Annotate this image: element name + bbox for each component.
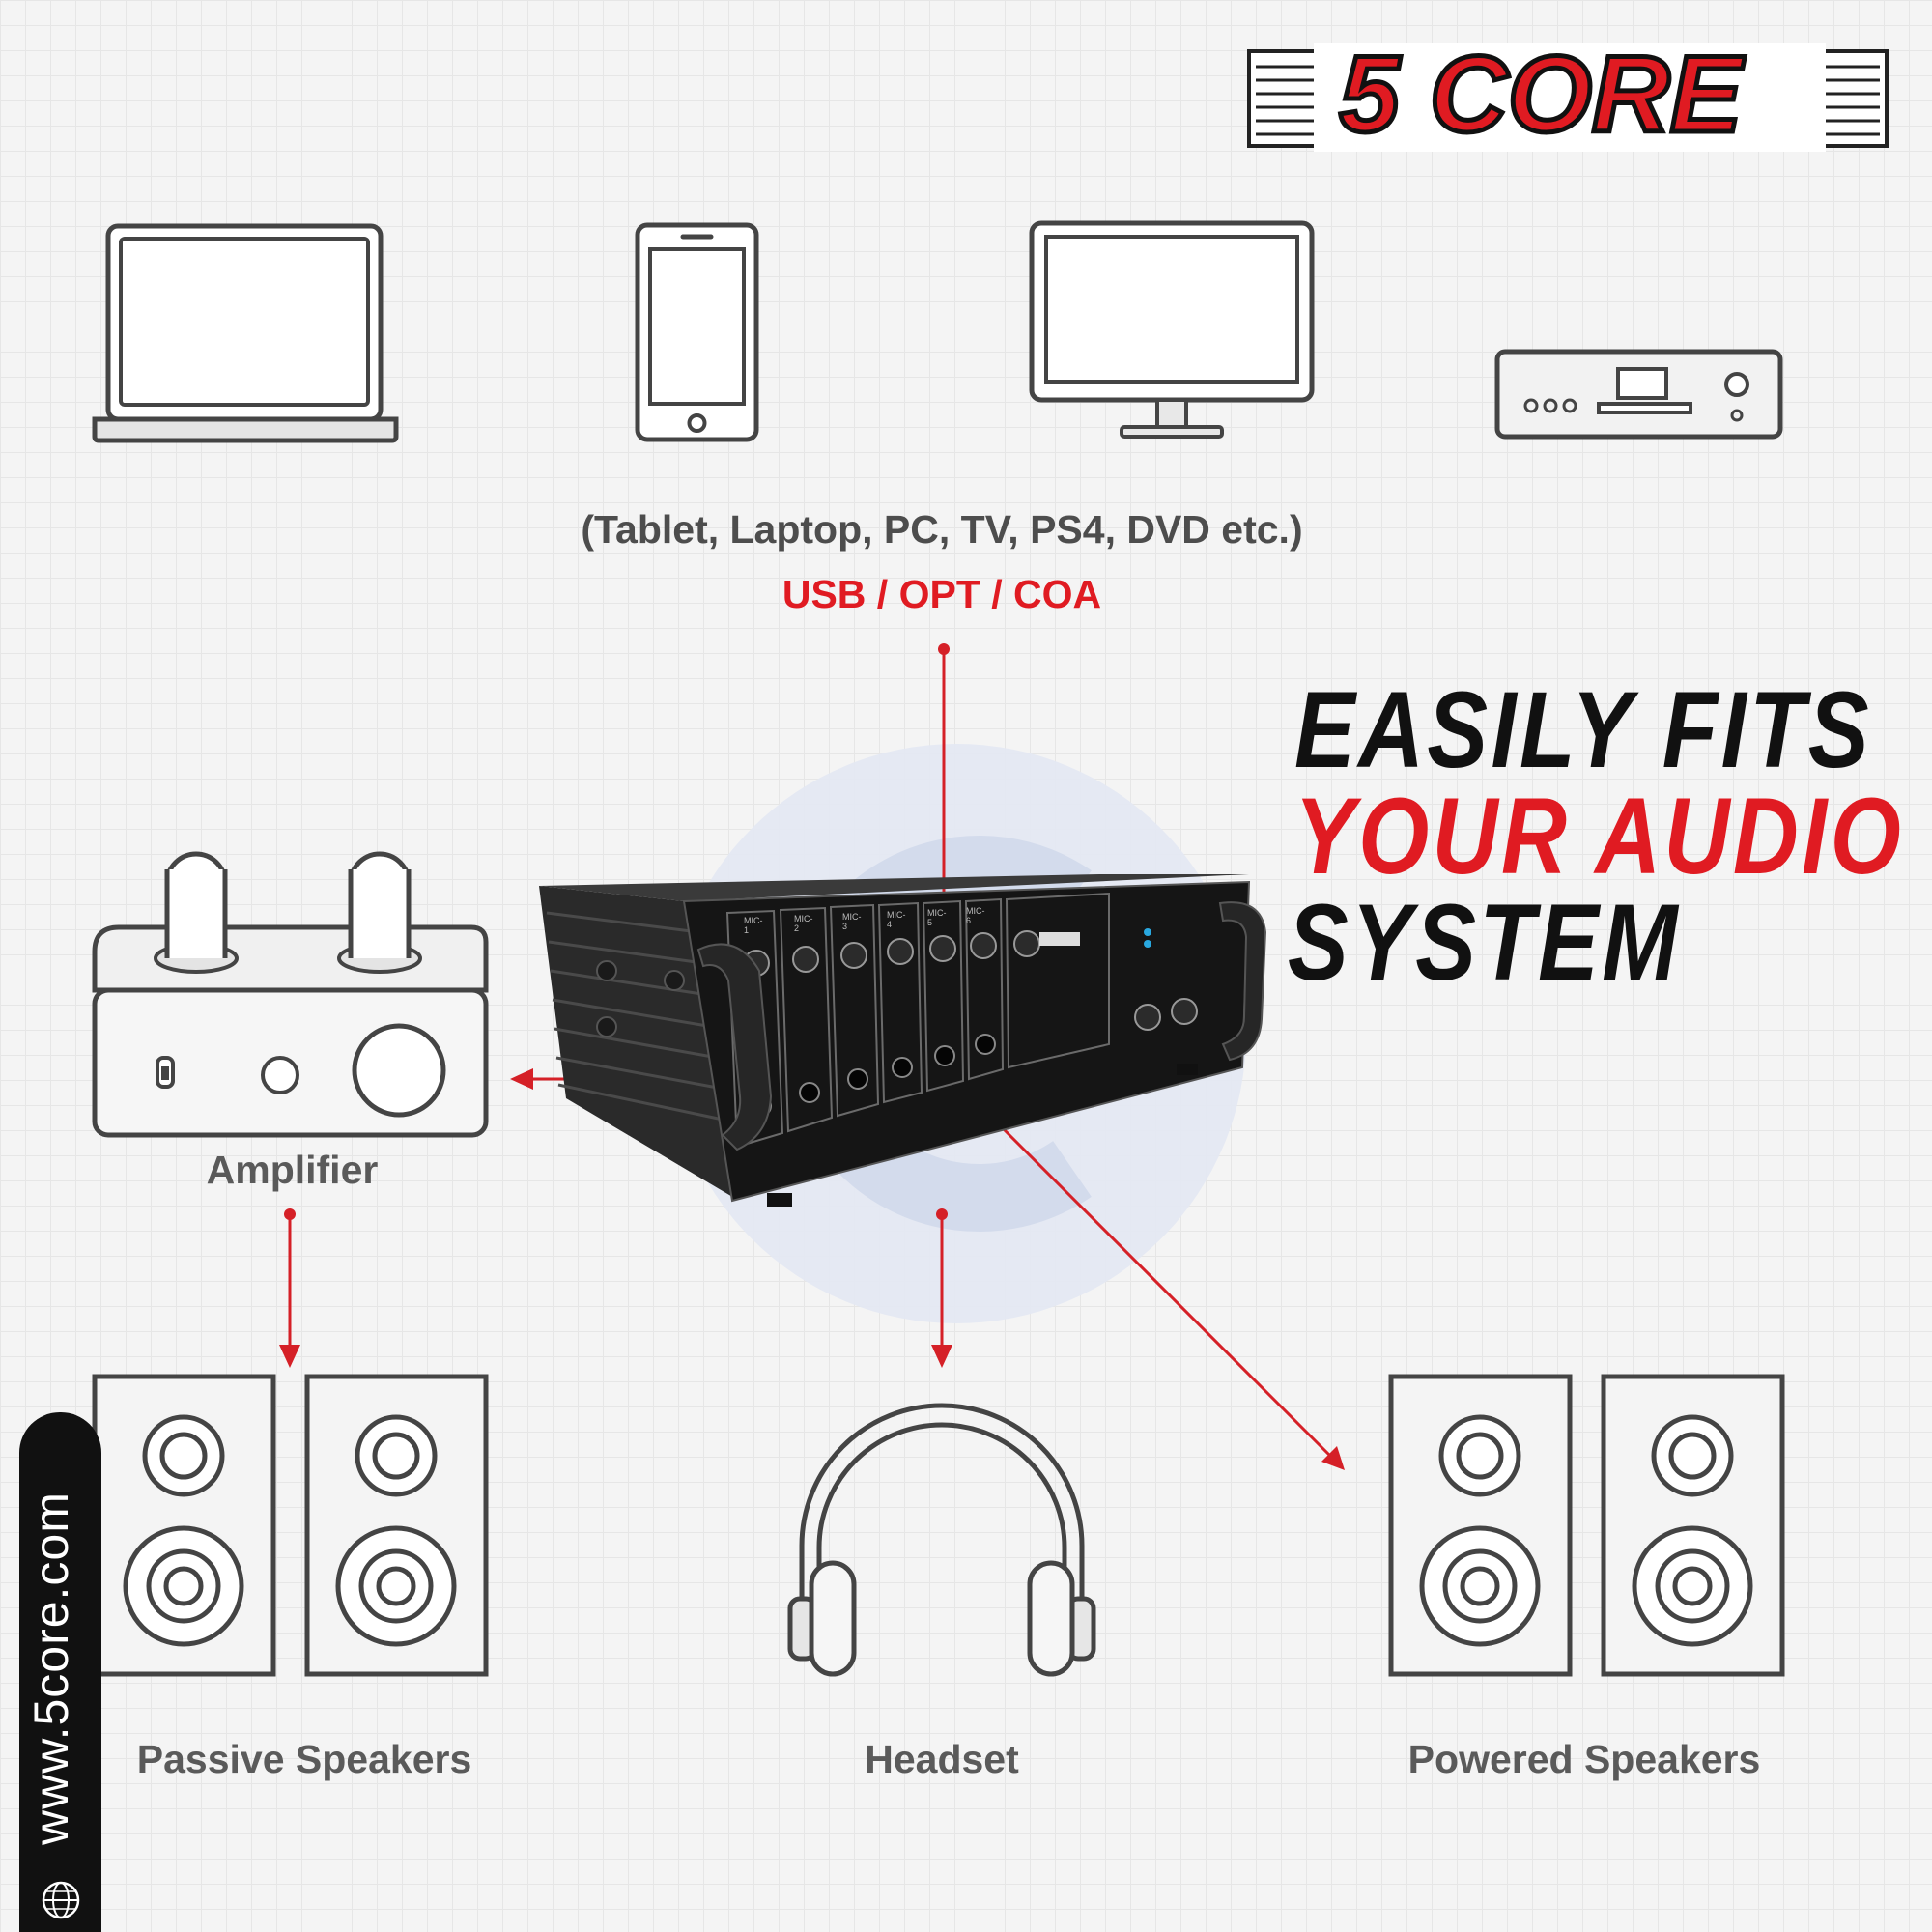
connection-label: USB / OPT / COA bbox=[781, 572, 1102, 616]
passive-speakers-icon bbox=[92, 1374, 489, 1677]
headset-label: Headset bbox=[865, 1737, 1019, 1781]
dvd-player-icon bbox=[1494, 349, 1783, 440]
mixer-amplifier-device bbox=[539, 874, 1267, 1207]
headline-line-2: YOUR AUDIO bbox=[1294, 776, 1905, 896]
brand-logo bbox=[1247, 43, 1889, 152]
channel-label: MIC-4 bbox=[887, 910, 906, 929]
globe-icon bbox=[42, 1881, 80, 1919]
channel-label: MIC-5 bbox=[927, 908, 947, 927]
channel-label: MIC-2 bbox=[794, 914, 813, 933]
website-url[interactable]: www.5core.com bbox=[24, 1492, 78, 1845]
amplifier-icon bbox=[92, 851, 489, 1138]
powered-speakers-icon bbox=[1388, 1374, 1785, 1677]
passive-speakers-label: Passive Speakers bbox=[136, 1737, 472, 1781]
laptop-icon bbox=[92, 223, 399, 443]
amplifier-label: Amplifier bbox=[206, 1148, 379, 1192]
channel-label: MIC-1 bbox=[744, 916, 763, 935]
monitor-icon bbox=[1029, 220, 1315, 439]
brand-logo-text: 5 CORE bbox=[1337, 34, 1745, 155]
headline-line-1: EASILY FITS bbox=[1294, 669, 1873, 790]
channel-label: MIC-6 bbox=[966, 906, 985, 925]
headset-icon bbox=[787, 1403, 1096, 1677]
sources-caption: (Tablet, Laptop, PC, TV, PS4, DVD etc.) bbox=[581, 507, 1303, 552]
channel-label: MIC-3 bbox=[842, 912, 862, 931]
powered-speakers-label: Powered Speakers bbox=[1407, 1737, 1761, 1781]
phone-icon bbox=[635, 222, 759, 442]
website-sidebar: www.5core.com bbox=[19, 1412, 101, 1932]
headline-line-3: SYSTEM bbox=[1288, 882, 1682, 1003]
